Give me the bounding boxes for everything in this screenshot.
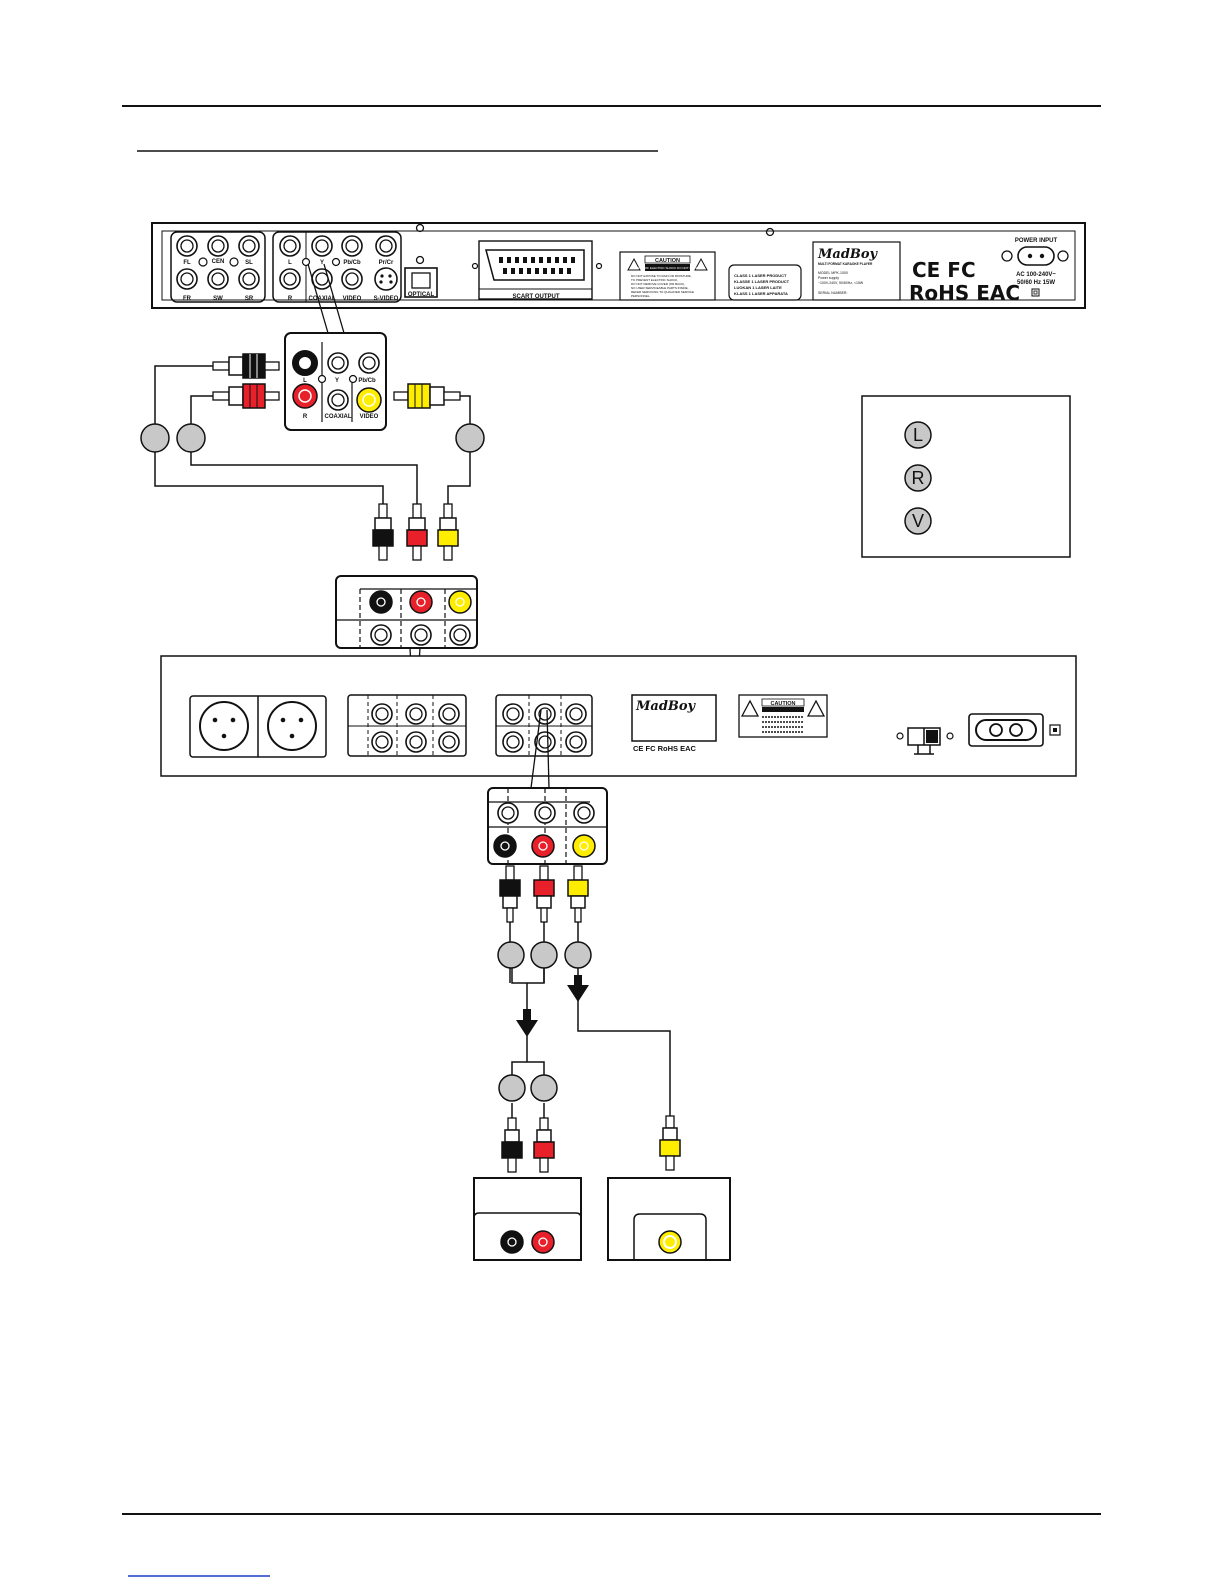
label-scart: SCART OUTPUT (513, 294, 560, 300)
callout-badge (140, 423, 170, 453)
label-svideo: S-VIDEO (374, 296, 399, 302)
zoom-leader (530, 709, 542, 789)
mixer-caution-title: CAUTION (770, 701, 795, 707)
mixer-brand-label (631, 694, 717, 742)
xlr-input-2 (267, 701, 317, 751)
callout-badge (530, 941, 558, 969)
callout-badge (497, 941, 525, 969)
label-coaxial: COAXIAL (309, 296, 336, 302)
caution-line-5: REFER SERVICING TO QUALIFIED SERVICE (631, 290, 694, 294)
callout-badge (498, 1074, 526, 1102)
plug-out-yellow (567, 865, 589, 923)
plug-vertical-yellow (437, 503, 459, 561)
mixer-output-zoom (487, 787, 608, 865)
surround-output-block (170, 231, 266, 303)
model-line-4: ~100V-240V, 50/60Hz, <15W (818, 281, 864, 285)
caution-line-2: TO PREVENT ELECTRIC SHOCK, (631, 278, 678, 282)
plug-horizontal-left (212, 353, 280, 379)
plug-amp-black (501, 1117, 523, 1173)
label-r: R (288, 296, 293, 302)
model-label (812, 241, 901, 301)
label-sr: SR (245, 296, 254, 302)
legend-item-v: V (912, 511, 924, 531)
mixer-input-zoom (335, 575, 478, 649)
rohs-eac-marks: RoHS EAC (909, 281, 1020, 305)
plug-out-red (533, 865, 555, 923)
caution-line-4: NO USER SERVICEABLE PARTS INSIDE, (631, 286, 689, 290)
label-y: Y (320, 260, 324, 266)
zoom-leader (307, 263, 329, 334)
plug-horizontal-yellow (393, 383, 461, 409)
legend-box: L R V (861, 395, 1071, 558)
model-brand: MadBoy (817, 247, 879, 262)
model-line-2: MODEL MPK-1000 (818, 271, 848, 275)
power-socket (1017, 246, 1055, 266)
laser-label (728, 264, 802, 301)
plug-horizontal-red (212, 383, 280, 409)
caution-sub: RISK OF ELECTRIC SHOCK DO NOT OPEN (637, 266, 698, 270)
caution-line-3: DO NOT REMOVE COVER (OR BACK), (631, 282, 685, 286)
mixer-marks: CE FC RoHS EAC (633, 744, 697, 753)
zoom-label-video: VIDEO (360, 414, 379, 420)
amplifier-input (473, 1177, 582, 1261)
label-sl: SL (245, 260, 253, 266)
plug-vertical-red (406, 503, 428, 561)
label-l: L (288, 260, 292, 266)
zoom-label-pb: Pb/Cb (358, 378, 376, 384)
zoom-leader (546, 709, 550, 789)
tv-input (607, 1177, 731, 1261)
av-output-block (272, 231, 402, 303)
legend-item-l: L (913, 425, 923, 445)
plug-tv-yellow (659, 1115, 681, 1171)
label-pb: Pb/Cb (343, 260, 361, 266)
callout-badge (530, 1074, 558, 1102)
plug-vertical-black (372, 503, 394, 561)
laser-line-2: KLASSE 1 LASER PRODUCT (734, 279, 790, 284)
label-pr: Pr/Cr (379, 260, 394, 266)
zoom-label-r: R (303, 414, 308, 420)
laser-line-3: LUOKAN 1 LASER LAITE (734, 285, 782, 290)
label-cen: CEN (212, 259, 225, 265)
label-optical: OPTICAL (408, 292, 435, 298)
callout-badge (564, 941, 592, 969)
laser-line-1: CLASS 1 LASER PRODUCT (734, 273, 787, 278)
mixer-brand: MadBoy (635, 699, 697, 714)
power-spec-1: AC 100-240V~ (1016, 272, 1056, 278)
model-line-5: SERIAL NUMBER: (818, 291, 847, 295)
ce-fc-marks: CE FC (912, 258, 976, 282)
plug-out-black (499, 865, 521, 923)
laser-line-4: KLASS 1 LASER APPARATA (734, 291, 788, 296)
callout-badge (455, 423, 485, 453)
arrow-down-icon (516, 1009, 538, 1037)
caution-title: CAUTION (655, 258, 680, 264)
arrow-down-icon (567, 975, 589, 1002)
mixer-rear-panel: MadBoy CE FC RoHS EAC CAUTION (160, 655, 1077, 777)
legend-item-r: R (912, 468, 925, 488)
zoom-label-coaxial: COAXIAL (325, 414, 352, 420)
caution-line-1: DO NOT EXPOSE TO RAIN OR MOISTURE, (631, 274, 692, 278)
label-video: VIDEO (343, 296, 362, 302)
zoom-label-y: Y (335, 378, 339, 384)
model-line-1: MULTI FORMAT KARAOKE PLAYER (818, 262, 873, 266)
caution-line-6: PERSONNEL. (631, 294, 651, 298)
label-fl: FL (183, 260, 191, 266)
zoomed-av-jack: L Y Pb/Cb R COAXIAL VIDEO (284, 332, 387, 431)
label-sw: SW (213, 296, 223, 302)
zoom-leader (323, 263, 345, 334)
plug-amp-red (533, 1117, 555, 1173)
zoom-label-l: L (303, 378, 307, 384)
player-rear-panel: FL CEN SL FR SW SR L R Y Pb/Cb Pr/Cr COA… (151, 222, 1086, 309)
xlr-input-1 (199, 701, 249, 751)
callout-badge (176, 423, 206, 453)
power-spec-2: 50/60 Hz 15W (1017, 280, 1055, 286)
model-line-3: Power supply (818, 276, 839, 280)
power-input-title: POWER INPUT (1015, 238, 1058, 244)
label-fr: FR (183, 296, 192, 302)
